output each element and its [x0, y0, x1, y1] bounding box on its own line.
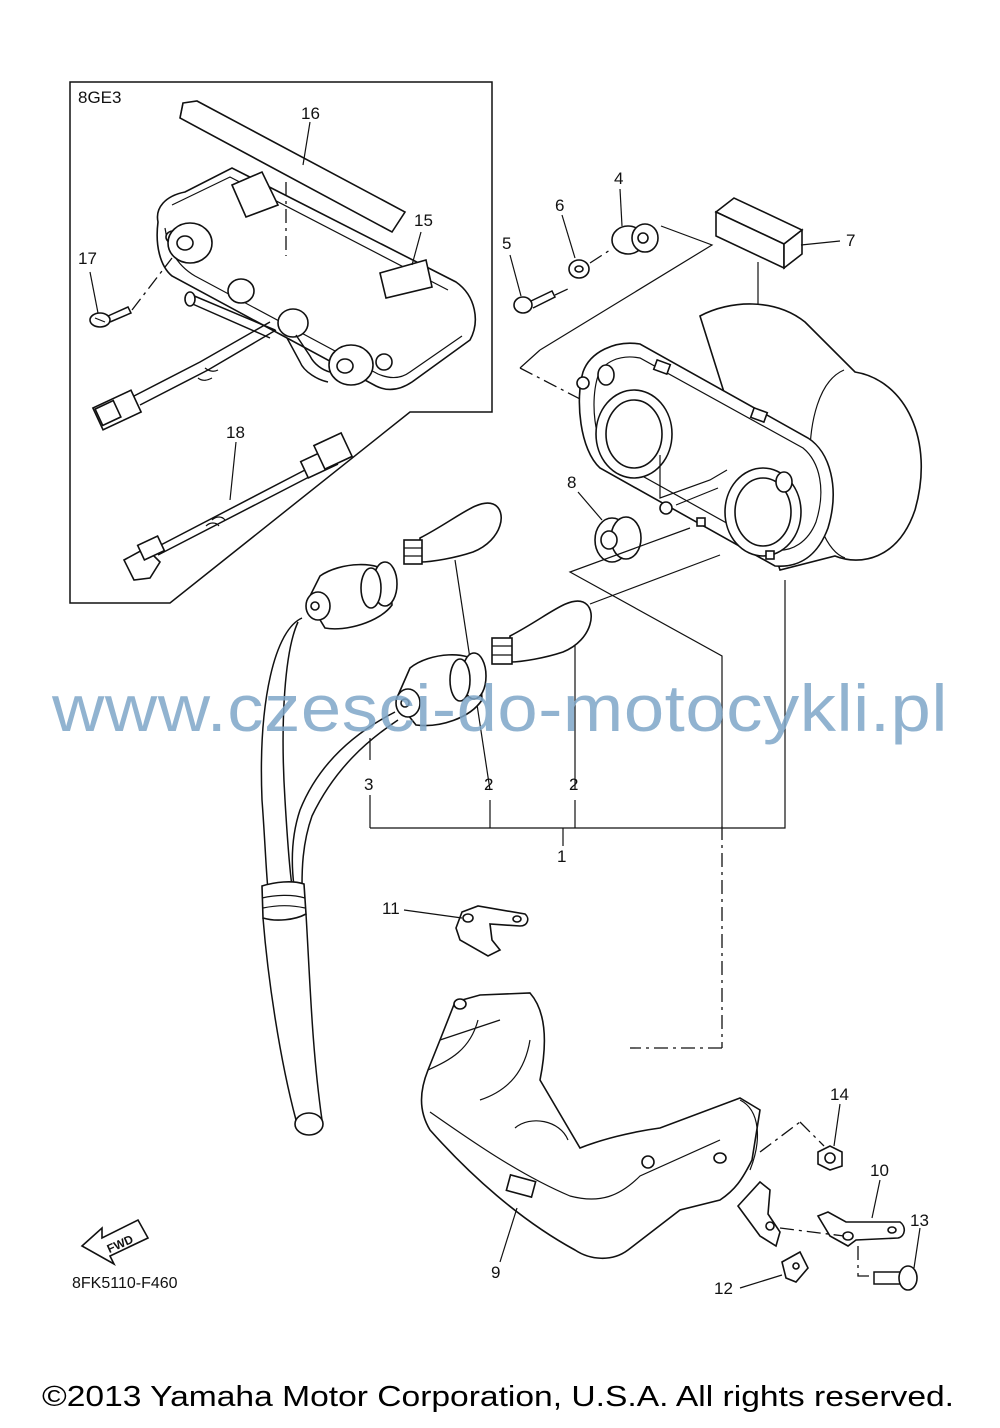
callout-18: 18 — [226, 423, 245, 442]
callout-12: 12 — [714, 1279, 733, 1298]
part-16-strip — [179, 100, 407, 234]
lamp-housing — [576, 303, 923, 571]
callout-14: 14 — [830, 1085, 849, 1104]
socket-lower — [395, 652, 487, 727]
callout-labels: 16 15 17 18 4 6 5 7 8 3 2 2 1 11 14 10 1… — [78, 104, 929, 1298]
callout-17: 17 — [78, 249, 97, 268]
callout-3: 3 — [364, 775, 373, 794]
part-7-pad — [714, 197, 804, 270]
callout-1: 1 — [557, 847, 566, 866]
main-assembly — [260, 188, 923, 1291]
callout-5: 5 — [502, 234, 511, 253]
fwd-arrow: FWD — [80, 1218, 150, 1266]
part-5-screw — [513, 290, 557, 314]
callout-8: 8 — [567, 473, 576, 492]
callout-7: 7 — [846, 231, 855, 250]
callout-13: 13 — [910, 1211, 929, 1230]
part-17-screw — [89, 257, 173, 328]
part-2-bulb-lower — [491, 600, 592, 665]
part-15-lamp-module — [156, 167, 477, 391]
callout-2-right: 2 — [569, 775, 578, 794]
callout-6: 6 — [555, 196, 564, 215]
callout-10: 10 — [870, 1161, 889, 1180]
part-10-bracket — [816, 1211, 906, 1247]
callout-4: 4 — [614, 169, 623, 188]
drawing-code: 8FK5110-F460 — [72, 1275, 178, 1292]
part-11-clip — [455, 905, 529, 957]
inset-code-label: 8GE3 — [78, 88, 121, 107]
part-13-bolt — [873, 1265, 918, 1291]
inset-group: 8GE3 — [69, 81, 493, 604]
part-2-bulb-upper — [403, 502, 502, 565]
watermark-url: www.czesci-do-motocykli.pl — [51, 671, 948, 745]
part-4-grommet — [611, 223, 659, 255]
callout-9: 9 — [491, 1263, 500, 1282]
part-9-cover — [420, 992, 761, 1260]
inset-frame — [69, 81, 493, 604]
part-8-grommet — [594, 516, 642, 563]
part-12-clip-nut — [781, 1250, 809, 1283]
callout-15: 15 — [414, 211, 433, 230]
callout-11: 11 — [382, 899, 400, 918]
wire-harness — [260, 617, 399, 1136]
part-6-washer — [568, 259, 590, 279]
side-stay — [736, 1180, 781, 1248]
callout-2-left: 2 — [484, 775, 493, 794]
callout-16: 16 — [301, 104, 320, 123]
copyright-notice: ©2013 Yamaha Motor Corporation, U.S.A. A… — [42, 1381, 954, 1413]
part-18-harness — [122, 431, 354, 581]
inset-harness — [91, 321, 277, 431]
socket-upper — [305, 561, 398, 630]
part-14-nut — [817, 1145, 843, 1171]
